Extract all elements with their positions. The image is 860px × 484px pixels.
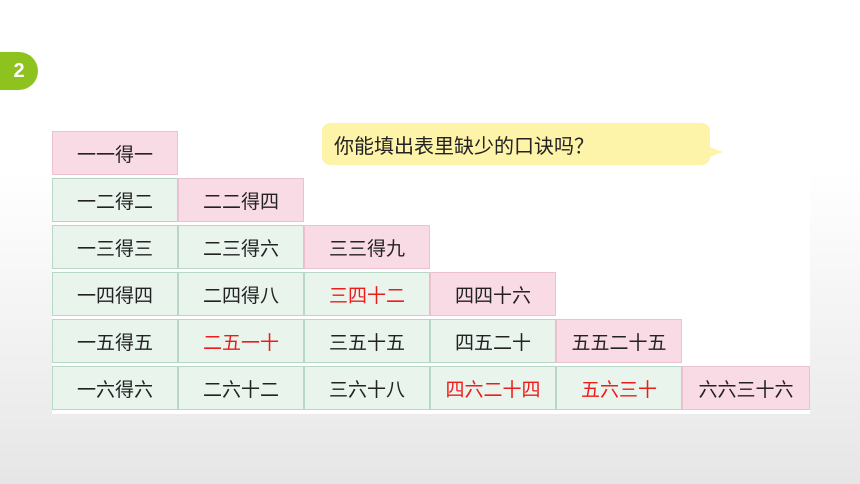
table-cell: 二六十二 [178, 366, 304, 410]
table-cell: 二四得八 [178, 272, 304, 316]
table-cell: 三四十二 [304, 272, 430, 316]
table-cell: 四四十六 [430, 272, 556, 316]
speech-bubble-text: 你能填出表里缺少的口诀吗？ [334, 133, 594, 158]
table-cell: 三三得九 [304, 225, 430, 269]
table-cell: 六六三十六 [682, 366, 810, 410]
table-cell: 一二得二 [52, 178, 178, 222]
multiplication-table: 一一得一一二得二二二得四一三得三二三得六三三得九一四得四二四得八三四十二四四十六… [52, 131, 810, 414]
speech-bubble: 你能填出表里缺少的口诀吗？ [322, 123, 710, 165]
problem-number-badge: 2 [0, 52, 38, 90]
table-cell: 二三得六 [178, 225, 304, 269]
speech-bubble-tail [707, 146, 723, 158]
table-cell: 一四得四 [52, 272, 178, 316]
table-cell: 三五十五 [304, 319, 430, 363]
table-cell: 一五得五 [52, 319, 178, 363]
table-cell: 五六三十 [556, 366, 682, 410]
table-cell: 一三得三 [52, 225, 178, 269]
table-cell: 四六二十四 [430, 366, 556, 410]
table-cell: 三六十八 [304, 366, 430, 410]
table-cell: 一六得六 [52, 366, 178, 410]
table-cell: 二二得四 [178, 178, 304, 222]
table-cell: 二五一十 [178, 319, 304, 363]
table-cell: 五五二十五 [556, 319, 682, 363]
table-cell: 一一得一 [52, 131, 178, 175]
table-cell: 四五二十 [430, 319, 556, 363]
